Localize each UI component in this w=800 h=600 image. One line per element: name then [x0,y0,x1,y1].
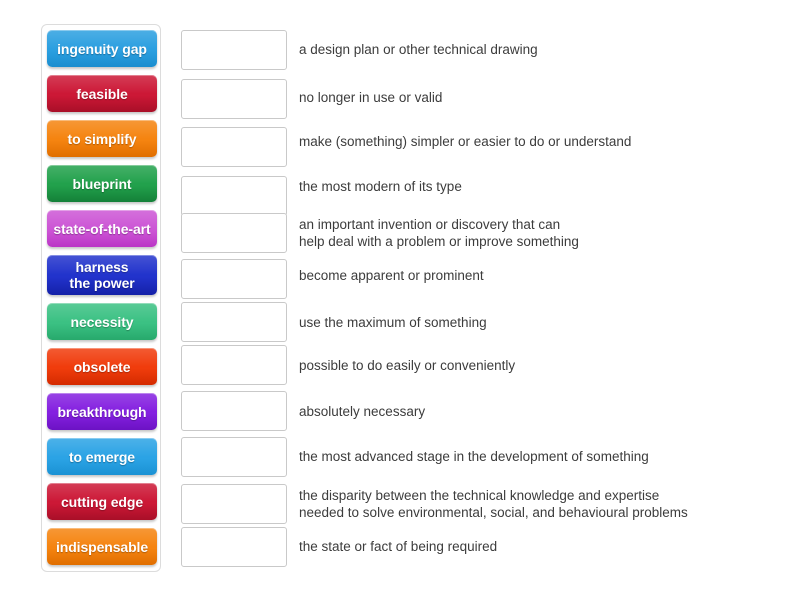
drop-target[interactable] [181,79,287,119]
drop-target[interactable] [181,176,287,216]
word-tile-label: feasible [76,85,128,102]
drop-target[interactable] [181,30,287,70]
word-tile[interactable]: necessity [47,303,157,340]
word-tile-tray: ingenuity gap feasible to simplify blueprin… [41,24,161,572]
word-tile[interactable]: obsolete [47,348,157,385]
drop-target[interactable] [181,437,287,477]
definition-text: no longer in use or valid [299,90,443,105]
definition-text: an important invention or discovery that… [299,217,579,249]
word-tile-label: cutting edge [60,493,144,510]
drop-target[interactable] [181,127,287,167]
word-tile[interactable]: harness the power [47,255,157,295]
definition-text: the most modern of its type [299,179,462,194]
definition-text: become apparent or prominent [299,268,484,283]
drop-target[interactable] [181,302,287,342]
word-tile-label: state-of-the-art [53,220,151,237]
definition-text: make (something) simpler or easier to do… [299,134,632,149]
word-tile[interactable]: breakthrough [47,393,157,430]
word-tile-label: blueprint [72,175,132,192]
word-tile-label: breakthrough [57,403,147,420]
drop-target[interactable] [181,484,287,524]
word-tile[interactable]: ingenuity gap [47,30,157,67]
word-tile-label: necessity [70,313,134,330]
definition-text: the most advanced stage in the developme… [299,449,649,464]
word-tile-label: indispensable [55,538,149,555]
word-tile-label: to emerge [68,448,135,465]
definition-text: the disparity between the technical know… [299,488,688,520]
drop-target[interactable] [181,391,287,431]
word-tile-label: ingenuity gap [57,40,147,57]
word-tile[interactable]: indispensable [47,528,157,565]
word-tile[interactable]: feasible [47,75,157,112]
word-tile[interactable]: to simplify [47,120,157,157]
word-tile-label: obsolete [73,358,131,375]
word-tile[interactable]: to emerge [47,438,157,475]
word-tile[interactable]: blueprint [47,165,157,202]
definition-text: the state or fact of being required [299,539,498,554]
drop-target[interactable] [181,527,287,567]
definition-text: a design plan or other technical drawing [299,42,538,57]
definition-text: use the maximum of something [299,315,487,330]
drop-target[interactable] [181,213,287,253]
drop-target[interactable] [181,345,287,385]
word-tile[interactable]: cutting edge [47,483,157,520]
word-tile[interactable]: state-of-the-art [47,210,157,247]
definition-text: absolutely necessary [299,404,426,419]
word-tile-label: harness the power [69,259,135,291]
drop-target[interactable] [181,259,287,299]
word-tile-label: to simplify [67,130,137,147]
definition-text: possible to do easily or conveniently [299,358,516,373]
